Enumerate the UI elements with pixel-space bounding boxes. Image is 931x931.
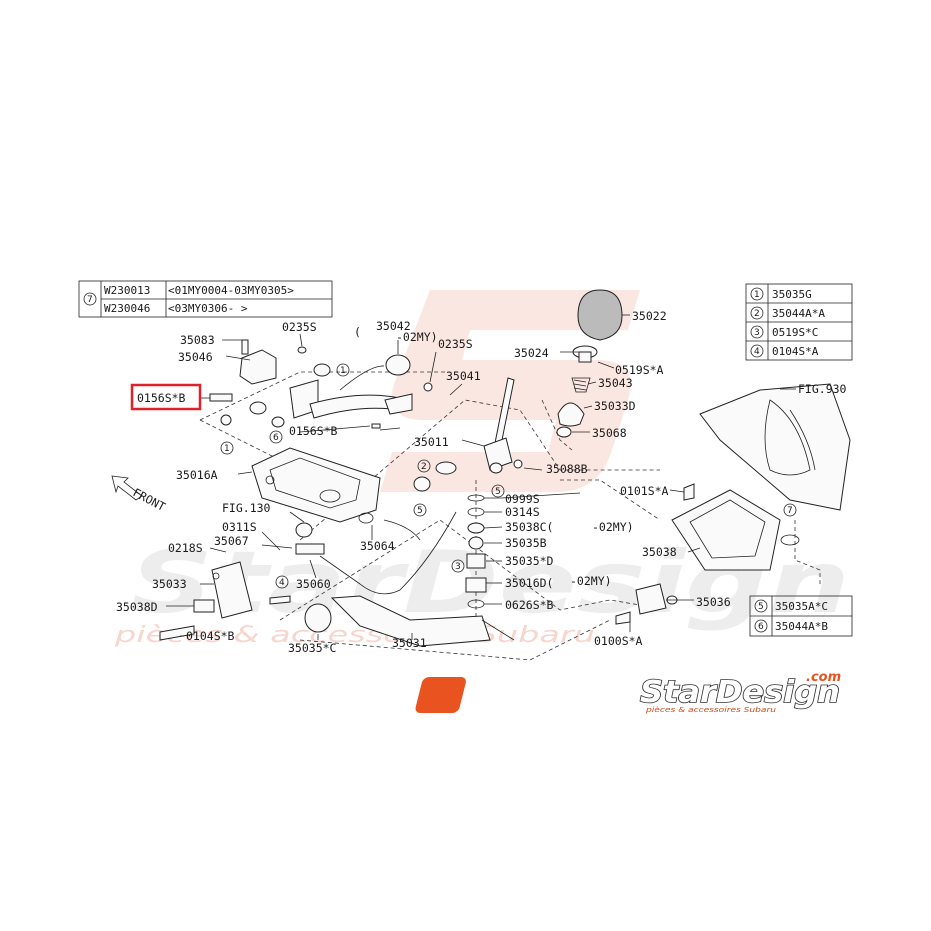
label-35038: 35038 (642, 545, 677, 559)
legend-ref-2: 2 (754, 309, 760, 319)
variant-table: 7 W230013 <01MY0004-03MY0305> W230046 <0… (78, 280, 333, 318)
label-0626s-b: 0626S*B (505, 598, 554, 612)
label-35016d: 35016D( (505, 576, 553, 590)
legend-ref-6: 6 (758, 622, 764, 632)
callout-1a: 1 (340, 366, 346, 376)
label-35041: 35041 (446, 369, 481, 383)
shift-lever (413, 377, 523, 492)
label-35022: 35022 (632, 309, 667, 323)
label-35060: 35060 (296, 577, 331, 591)
callout-1b: 1 (224, 444, 230, 454)
label-0314s: 0314S (505, 505, 540, 519)
callout-7a: 7 (787, 506, 793, 516)
label-35043: 35043 (598, 376, 633, 390)
label-35035b: 35035B (505, 536, 547, 550)
label-0519s-a: 0519S*A (615, 363, 664, 377)
label-fig930: FIG.930 (798, 382, 847, 396)
callout-4a: 4 (279, 578, 285, 588)
label-02my-b: -02MY) (592, 520, 634, 534)
logo-mark-icon (415, 677, 466, 713)
label-35064: 35064 (360, 539, 395, 553)
label-0999s: 0999S (505, 492, 540, 506)
shift-housing (251, 447, 421, 541)
label-0100s-a: 0100S*A (594, 634, 643, 648)
legend-part-6: 35044A*B (775, 620, 828, 633)
legend-ref-5: 5 (758, 602, 764, 612)
callout-5a: 5 (495, 487, 501, 497)
brand-logo: SJ StarDesign .com pièces & accessoires … (415, 670, 841, 714)
label-35016a: 35016A (176, 468, 218, 482)
label-0156s-b: 0156S*B (289, 424, 338, 438)
callout-3a: 3 (455, 562, 461, 572)
variant-range-1: <01MY0004-03MY0305> (168, 284, 294, 297)
shift-knob (577, 289, 623, 341)
label-35033: 35033 (152, 577, 187, 591)
highlighted-part[interactable]: 0156S*B (130, 383, 202, 411)
legend-part-5: 35035A*C (775, 600, 828, 613)
logo-tagline: pièces & accessoires Subaru (645, 706, 777, 714)
label-35067: 35067 (214, 534, 249, 548)
front-indicator: FRONT (111, 475, 168, 514)
label-35068: 35068 (592, 426, 627, 440)
label-35083: 35083 (180, 333, 215, 347)
leader-lines (166, 314, 796, 640)
label-02my-c: -02MY) (570, 574, 612, 588)
label-front: FRONT (131, 485, 168, 514)
callouts: 1 6 1 2 5 5 3 4 7 (220, 363, 797, 589)
variant-code-1: W230013 (104, 284, 150, 297)
legend-part-1: 35035G (772, 288, 812, 301)
label-35042: 35042 (376, 319, 411, 333)
variant-ref: 7 (87, 295, 93, 305)
label-35036: 35036 (696, 595, 731, 609)
legend-ref-3: 3 (754, 328, 760, 338)
callout-5b: 5 (417, 506, 423, 516)
label-0156s-b-highlight: 0156S*B (137, 391, 186, 405)
label-35038c: 35038C( (505, 520, 553, 534)
shifter-boot (699, 383, 851, 511)
legend-table-bottom: 5 6 35035A*C 35044A*B (749, 595, 853, 637)
logo-name: StarDesign (640, 675, 840, 710)
label-35046: 35046 (178, 350, 213, 364)
label-35011: 35011 (414, 435, 449, 449)
label-35088b: 35088B (546, 462, 588, 476)
label-35038d: 35038D (116, 600, 158, 614)
label-0235s-a: 0235S (282, 320, 317, 334)
label-0104s-b: 0104S*B (186, 629, 235, 643)
upper-linkage (209, 339, 433, 433)
label-02my-a: -02MY) (396, 330, 438, 344)
legend-table-top: 1 2 3 4 35035G 35044A*A 0519S*C 0104S*A (745, 283, 853, 361)
label-35035-d: 35035*D (505, 554, 554, 568)
label-fig130: FIG.130 (222, 501, 271, 515)
label-0101s-a: 0101S*A (620, 484, 669, 498)
variant-code-2: W230046 (104, 302, 150, 315)
variant-range-2: <03MY0306- > (168, 302, 248, 315)
legend-ref-4: 4 (754, 347, 760, 357)
label-0311s: 0311S (222, 520, 257, 534)
shift-cable (295, 511, 515, 647)
label-paren: ( (354, 325, 361, 339)
label-35033d: 35033D (594, 399, 636, 413)
label-35024: 35024 (514, 346, 549, 360)
callout-6a: 6 (273, 433, 279, 443)
legend-part-4: 0104S*A (772, 345, 819, 358)
shift-knob-assembly (556, 289, 623, 438)
lower-bracket (159, 483, 695, 641)
legend-ref-1: 1 (754, 290, 760, 300)
label-0218s: 0218S (168, 541, 203, 555)
logo-mark: SJ (593, 684, 619, 712)
label-35031: 35031 (392, 636, 427, 650)
front-arrow-icon (111, 475, 143, 501)
label-35035-c: 35035*C (288, 641, 337, 655)
callout-2a: 2 (421, 462, 427, 472)
part-labels: 35083 0235S ( 35042 -02MY) 0235S 35022 3… (116, 309, 847, 655)
console-plate (671, 489, 800, 571)
label-0235s-b: 0235S (438, 337, 473, 351)
assembly-guides (199, 371, 821, 661)
legend-part-3: 0519S*C (772, 326, 818, 339)
logo-tld: .com (806, 670, 841, 685)
legend-part-2: 35044A*A (772, 307, 825, 320)
